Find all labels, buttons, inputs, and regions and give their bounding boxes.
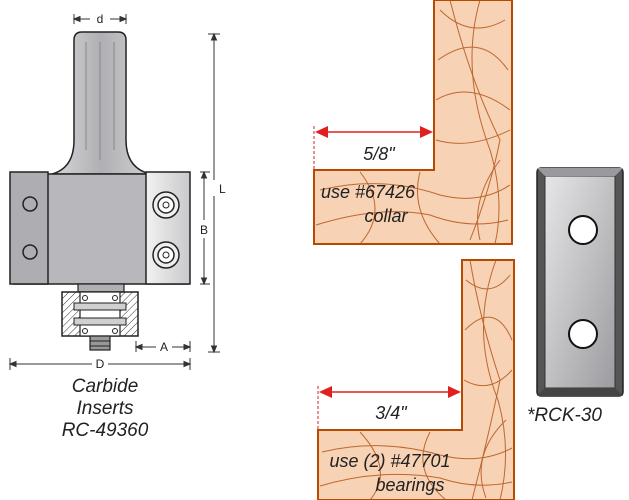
dim-label-B: B: [200, 223, 208, 237]
rck30-hole-bottom: [568, 319, 598, 349]
dim-label-d: d: [97, 12, 104, 26]
lower-wood-profile: [317, 259, 515, 500]
lower-offset-dimension: [317, 386, 461, 430]
left-carbide-insert: [9, 171, 49, 285]
torx-screw-bottom: [152, 241, 180, 269]
caption-line-3: RC-49360: [61, 420, 149, 441]
bit-dimension-labels: d L B A D: [96, 12, 226, 371]
upper-wood-profile: [313, 0, 513, 245]
lower-offset-label: 3/4": [375, 403, 408, 423]
collar-assembly: [61, 291, 139, 337]
left-insert-screw-top: [22, 196, 38, 212]
router-bit: [9, 31, 191, 351]
caption-line-2: Inserts: [76, 398, 134, 419]
bit-neck: [77, 283, 125, 293]
lower-part-line2: bearings: [375, 475, 444, 495]
bit-pilot-screw: [89, 335, 111, 351]
dim-label-L: L: [219, 182, 226, 196]
rck30-insert: [536, 167, 624, 397]
upper-part-line2: collar: [364, 206, 408, 226]
rck30-caption: *RCK-30: [527, 405, 602, 426]
torx-screw-top: [152, 191, 180, 219]
left-insert-screw-bottom: [22, 244, 38, 260]
rck30-hole-top: [568, 215, 598, 245]
lower-part-line1: use (2) #47701: [329, 451, 450, 471]
upper-part-line1: use #67426: [321, 182, 416, 202]
upper-offset-label: 5/8": [363, 144, 396, 164]
dim-label-A: A: [160, 340, 168, 354]
bit-shank: [51, 31, 151, 175]
bit-dimensions: [8, 14, 220, 370]
caption-line-1: Carbide: [71, 376, 139, 397]
carbide-inserts-caption: Carbide Inserts RC-49360: [20, 376, 190, 442]
dim-label-D: D: [96, 357, 105, 371]
upper-offset-dimension: [313, 126, 433, 170]
